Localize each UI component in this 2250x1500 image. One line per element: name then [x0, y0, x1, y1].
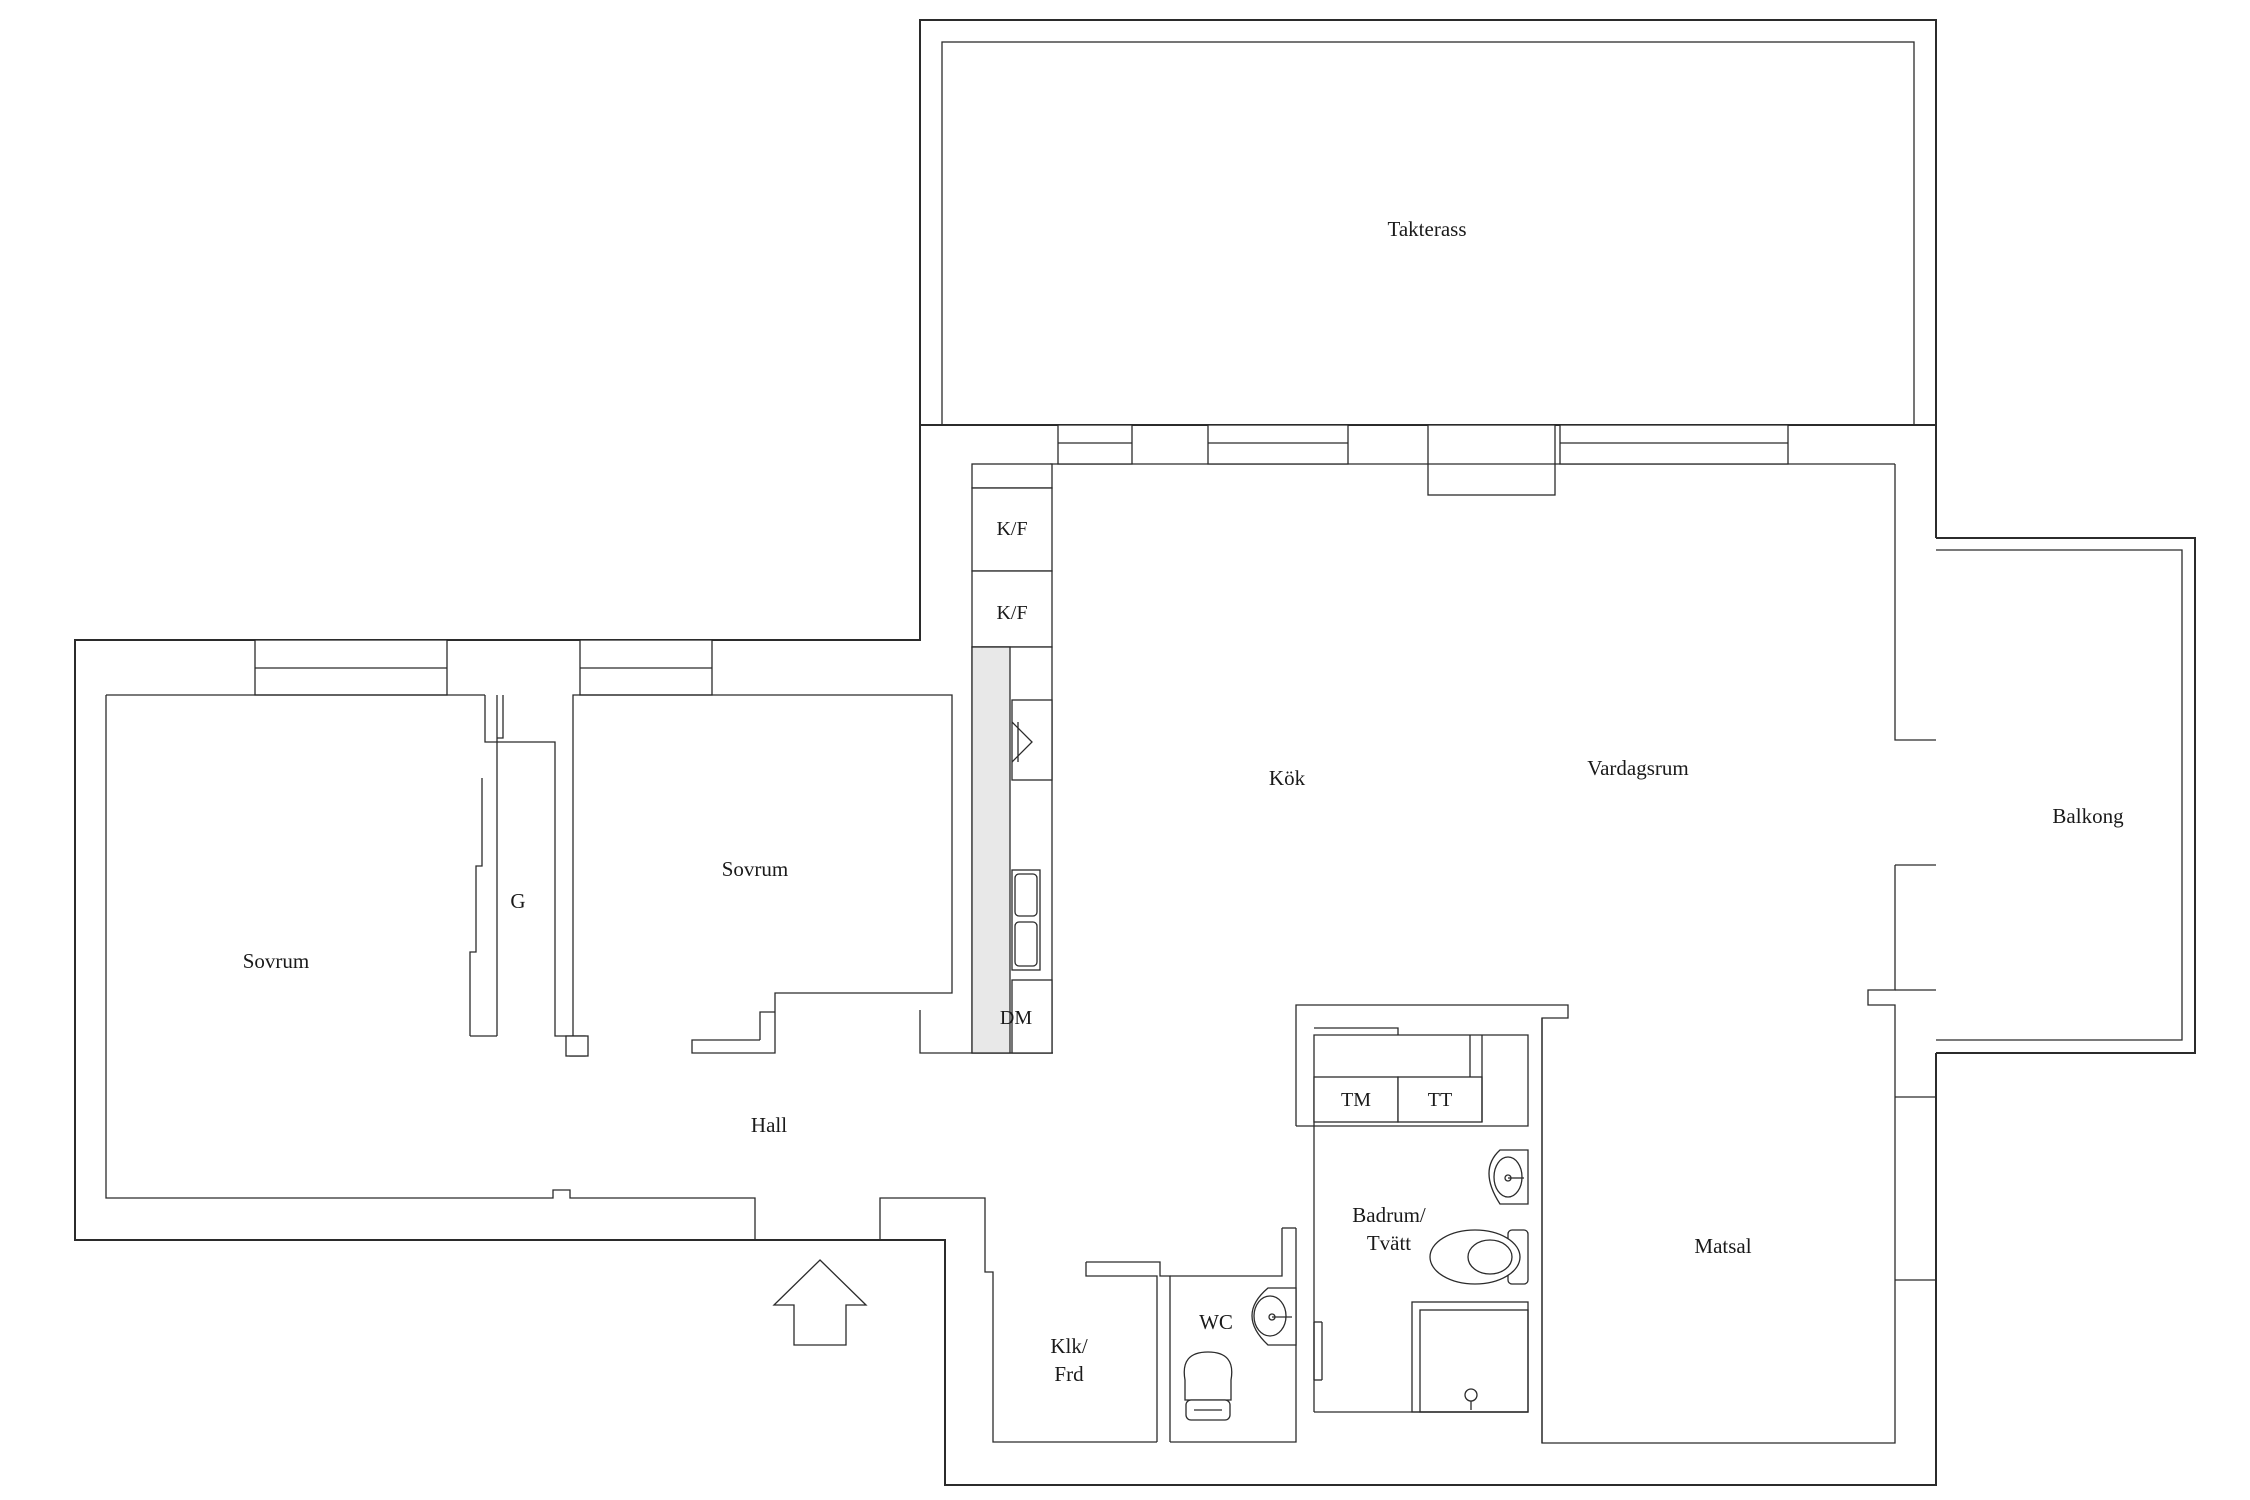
label-vardagsrum: Vardagsrum	[1587, 756, 1688, 780]
label-sovrum-left: Sovrum	[243, 949, 310, 973]
label-kf-upper: K/F	[996, 518, 1027, 540]
label-garderob: G	[510, 889, 525, 913]
label-frd: Frd	[1054, 1362, 1084, 1386]
label-tvatt: Tvätt	[1367, 1231, 1411, 1255]
stove-icon	[1011, 699, 1053, 781]
kitchen-units	[971, 463, 1053, 1054]
shower-icon	[1411, 1301, 1529, 1413]
toilet-icon	[1429, 1229, 1529, 1285]
label-kf-lower: K/F	[996, 602, 1027, 624]
toilet-icon	[1183, 1351, 1233, 1421]
label-badrum: Badrum/	[1352, 1203, 1426, 1227]
bathroom	[1295, 1004, 1569, 1443]
label-tt: TT	[1428, 1089, 1452, 1111]
wc-room	[1085, 1227, 1323, 1443]
label-sovrum-middle: Sovrum	[722, 857, 789, 881]
terrace-windows	[1057, 424, 1789, 496]
label-wc: WC	[1199, 1310, 1233, 1334]
sink-icon	[1488, 1149, 1529, 1205]
label-klk: Klk/	[1050, 1334, 1088, 1358]
label-tm: TM	[1341, 1089, 1371, 1111]
label-kok: Kök	[1269, 766, 1306, 790]
label-balkong: Balkong	[2052, 804, 2124, 828]
balcony-area	[1936, 537, 2196, 1054]
label-takterass: Takterass	[1388, 217, 1467, 241]
kitchen-sink-icon	[1011, 869, 1041, 971]
label-dm: DM	[1000, 1007, 1032, 1029]
bedroom-middle	[572, 639, 1053, 1054]
countertop	[971, 646, 1011, 1054]
label-hall: Hall	[751, 1113, 787, 1137]
sink-icon	[1251, 1287, 1297, 1346]
entrance-arrow-icon	[772, 1259, 868, 1346]
label-matsal: Matsal	[1694, 1234, 1751, 1258]
bedroom-left	[106, 639, 589, 1057]
